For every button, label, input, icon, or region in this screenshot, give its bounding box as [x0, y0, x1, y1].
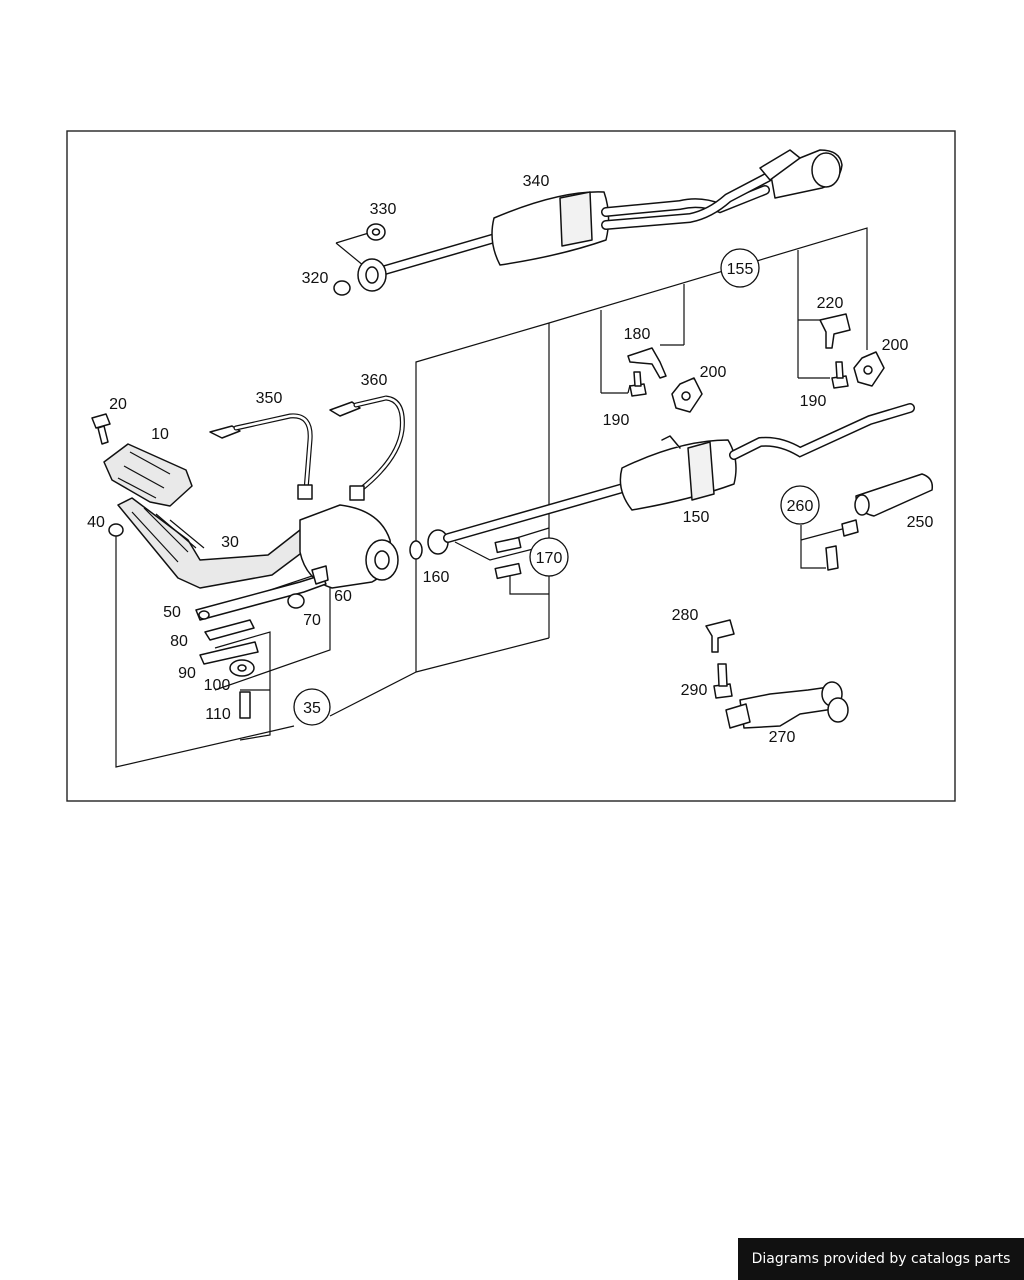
clamp-60: [311, 565, 329, 585]
bolt-110: [239, 691, 251, 719]
rear-muffler-340: [357, 149, 843, 292]
strap-90: [199, 641, 259, 665]
washer-40: [108, 523, 124, 537]
label-160: 160: [423, 569, 450, 586]
diagram-frame: [66, 130, 956, 802]
exhaust-manifold-30: [117, 497, 399, 589]
rubber-mount-200-right: [853, 351, 885, 387]
part-labels: 10 20 30 40 50 60 70 80 90 100 110 150 1…: [87, 173, 933, 746]
label-60: 60: [334, 588, 352, 605]
springs-170: [494, 536, 522, 580]
footer-credit: Diagrams provided by catalogs parts: [738, 1238, 1024, 1280]
label-70: 70: [303, 612, 321, 629]
hanger-180: [627, 347, 667, 379]
label-220: 220: [817, 295, 844, 312]
group-callout-155: 155: [720, 248, 760, 288]
label-50: 50: [163, 604, 181, 621]
label-290: 290: [681, 682, 708, 699]
bolt-290: [713, 663, 733, 699]
rubber-mount-100: [229, 659, 255, 677]
label-250: 250: [907, 514, 934, 531]
group-label-170: 170: [536, 550, 563, 567]
oxygen-sensor-350: [209, 413, 313, 500]
label-340: 340: [523, 173, 550, 190]
label-280: 280: [672, 607, 699, 624]
hanger-220: [819, 313, 851, 349]
group-callout-260: 260: [780, 485, 820, 525]
group-callout-35: 35: [293, 688, 331, 726]
clamp-260: [825, 519, 859, 571]
label-270: 270: [769, 729, 796, 746]
label-110: 110: [205, 706, 231, 723]
group-label-155: 155: [727, 261, 754, 278]
heat-shield-10: [103, 443, 193, 507]
label-320: 320: [302, 270, 329, 287]
group-label-35: 35: [303, 700, 321, 717]
bracket-50: [195, 574, 327, 621]
nut-70: [287, 593, 305, 609]
rubber-mount-200-left: [671, 377, 703, 413]
label-190-right: 190: [800, 393, 827, 410]
label-180: 180: [624, 326, 651, 343]
strap-80: [204, 619, 255, 641]
label-190-left: 190: [603, 412, 630, 429]
group-callout-170: 170: [529, 537, 569, 577]
label-40: 40: [87, 514, 105, 531]
bolt-190-left: [629, 371, 647, 397]
label-200-left: 200: [700, 364, 727, 381]
label-90: 90: [178, 665, 196, 682]
label-20: 20: [109, 396, 127, 413]
dual-tips-270: [725, 681, 849, 729]
bolt-20: [91, 413, 111, 445]
gasket-160: [409, 540, 423, 560]
gasket-320: [333, 280, 351, 296]
group-label-260: 260: [787, 498, 814, 515]
oxygen-sensor-360: [329, 395, 405, 501]
label-200-right: 200: [882, 337, 909, 354]
label-100: 100: [204, 677, 231, 694]
label-330: 330: [370, 201, 397, 218]
bolt-190-right: [831, 361, 849, 389]
tail-pipe-250: [854, 473, 934, 517]
flange-pipe: [427, 481, 635, 555]
label-30: 30: [221, 534, 239, 551]
hanger-280: [705, 619, 735, 653]
label-10: 10: [151, 426, 169, 443]
label-150: 150: [683, 509, 710, 526]
center-muffler-150: [619, 403, 915, 511]
label-80: 80: [170, 633, 188, 650]
nut-330: [366, 223, 386, 241]
label-360: 360: [361, 372, 388, 389]
label-350: 350: [256, 390, 283, 407]
